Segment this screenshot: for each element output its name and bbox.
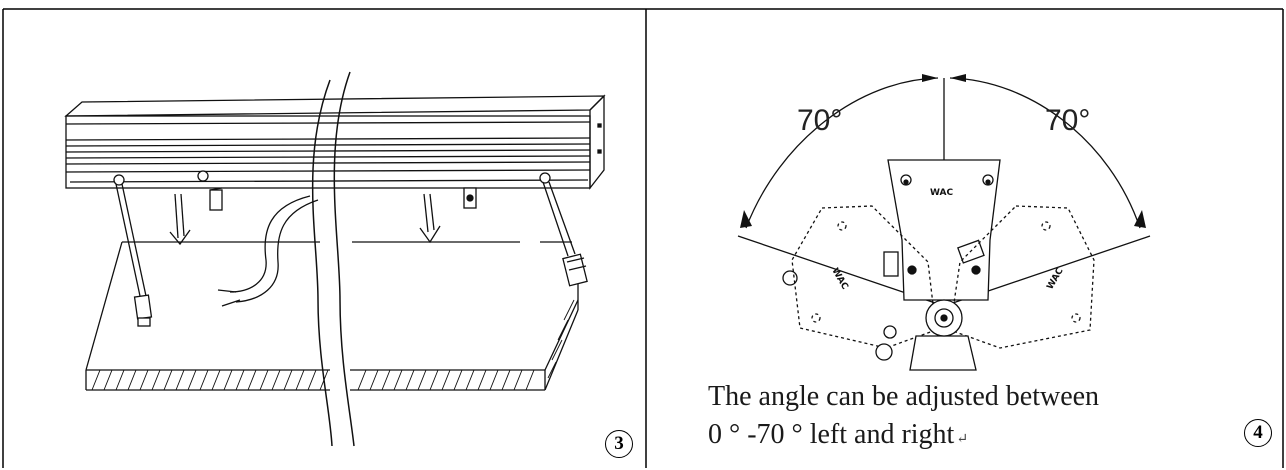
bracket-right-rotated (949, 205, 1095, 349)
linear-fixture (64, 94, 606, 190)
caption-line-2: 0 ° -70 ° left and right↵ (708, 419, 969, 450)
panel-number-3: 3 (605, 430, 633, 458)
mounting-surface (85, 241, 579, 391)
pivot-hub (875, 299, 977, 371)
angle-arc-left (745, 77, 939, 229)
caption-line-1: The angle can be adjusted between (708, 381, 1100, 412)
break-line (311, 71, 355, 447)
angle-arc-right (949, 77, 1141, 229)
cable-left (113, 174, 153, 327)
surface-hatching (91, 299, 575, 391)
angle-caption: The angle can be adjusted between 0 ° -7… (708, 378, 1248, 459)
bracket-logo-center: WAC (930, 188, 954, 198)
power-wires (217, 195, 319, 307)
mounting-clip-right (463, 187, 477, 209)
return-mark-icon: ↵ (956, 432, 969, 447)
angle-label-right: 70° (1045, 104, 1091, 137)
bracket-left-rotated (791, 205, 937, 349)
panel-4-angle-diagram (737, 74, 1151, 371)
table-grid (2, 8, 1284, 468)
panel-3-mounting-diagram (64, 71, 606, 447)
mounting-clip-left (197, 170, 223, 211)
cable-right (539, 172, 588, 287)
arrow-down-left (169, 193, 191, 246)
angle-label-left: 70° (797, 104, 843, 137)
bracket-center (883, 159, 1001, 301)
panel-number-4: 4 (1244, 419, 1272, 447)
arrow-down-right (419, 193, 441, 244)
